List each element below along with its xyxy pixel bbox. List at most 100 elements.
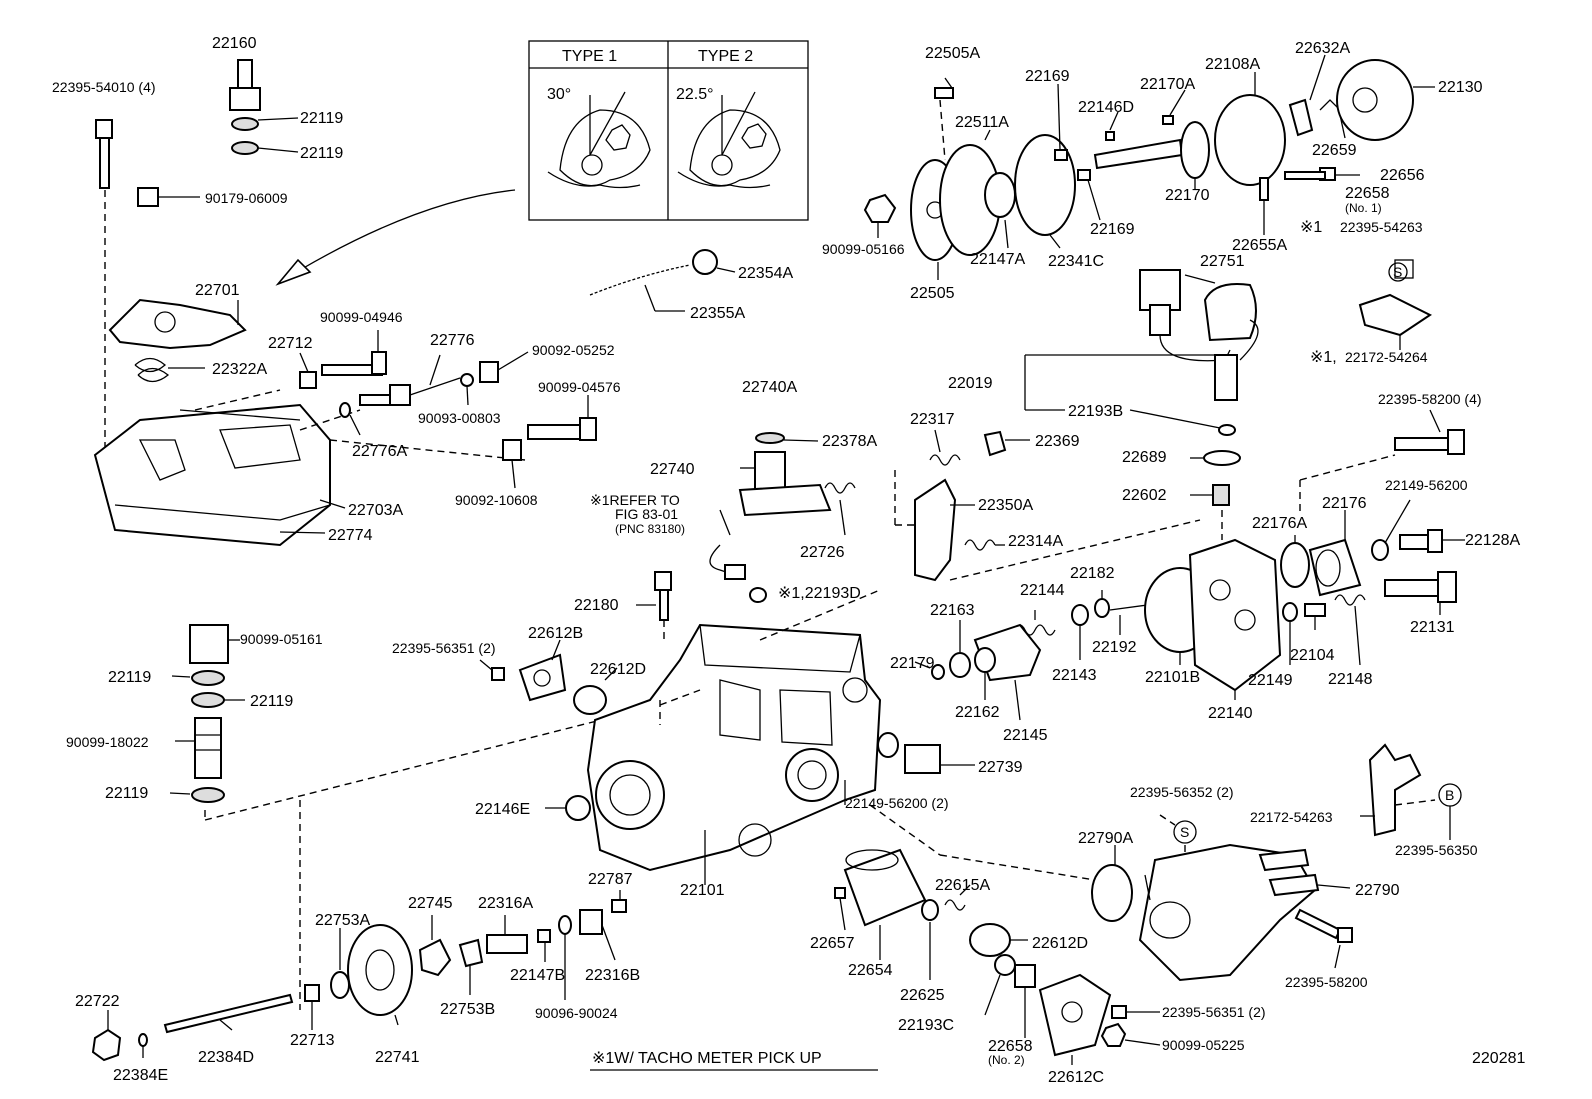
label-22316A: 22316A bbox=[478, 895, 533, 912]
label-22741: 22741 bbox=[375, 1049, 420, 1066]
label-22146E: 22146E bbox=[475, 801, 530, 818]
label-22602: 22602 bbox=[1122, 487, 1167, 504]
label-22140: 22140 bbox=[1208, 705, 1253, 722]
right-middle-group bbox=[894, 429, 1465, 721]
label-22341C: 22341C bbox=[1048, 253, 1104, 270]
label-22322A: 22322A bbox=[212, 361, 267, 378]
marker-s-1: S bbox=[1393, 264, 1402, 280]
label-22776A: 22776A bbox=[352, 443, 407, 460]
label-22395-54263: 22395-54263 bbox=[1340, 219, 1423, 235]
label-22192: 22192 bbox=[1092, 639, 1137, 656]
label-22658-no2: 22658 bbox=[988, 1038, 1033, 1055]
label-22128A: 22128A bbox=[1465, 532, 1520, 549]
label-90096-90024: 90096-90024 bbox=[535, 1005, 618, 1021]
label-22774: 22774 bbox=[328, 527, 373, 544]
label-22179: 22179 bbox=[890, 655, 935, 672]
label-22354A: 22354A bbox=[738, 265, 793, 282]
label-22511A: 22511A bbox=[955, 114, 1009, 131]
type1-angle: 30° bbox=[547, 86, 571, 103]
label-22119-e: 22119 bbox=[105, 785, 148, 802]
label-22193C: 22193C bbox=[898, 1017, 954, 1034]
note-mark-b: ※1, bbox=[1310, 349, 1337, 366]
label-22163: 22163 bbox=[930, 602, 975, 619]
label-90179-06009: 90179-06009 bbox=[205, 190, 288, 206]
label-90099-04576: 90099-04576 bbox=[538, 379, 621, 395]
right-lower-group bbox=[545, 732, 1462, 1065]
marker-b: B bbox=[1445, 787, 1454, 803]
label-22176A: 22176A bbox=[1252, 515, 1307, 532]
pump-housing bbox=[586, 589, 1096, 885]
label-22726: 22726 bbox=[800, 544, 845, 561]
label-22180: 22180 bbox=[574, 597, 619, 614]
label-90099-05166: 90099-05166 bbox=[822, 241, 905, 257]
label-22316B: 22316B bbox=[585, 967, 640, 984]
label-22753B: 22753B bbox=[440, 1001, 495, 1018]
label-22162: 22162 bbox=[955, 704, 1000, 721]
bottom-left-group bbox=[91, 890, 627, 1062]
label-22658-no1-sub: (No. 1) bbox=[1345, 201, 1382, 215]
label-22170: 22170 bbox=[1165, 187, 1210, 204]
label-22787: 22787 bbox=[588, 871, 633, 888]
note-mark-a: ※1 bbox=[1300, 219, 1322, 236]
label-22632A: 22632A bbox=[1295, 40, 1350, 57]
label-22350A: 22350A bbox=[978, 497, 1033, 514]
label-22740A: 22740A bbox=[742, 379, 797, 396]
refer-line-3: (PNC 83180) bbox=[615, 522, 685, 536]
label-22655A: 22655A bbox=[1232, 237, 1287, 254]
label-22369: 22369 bbox=[1035, 433, 1080, 450]
label-22101: 22101 bbox=[680, 882, 725, 899]
label-22656: 22656 bbox=[1380, 167, 1425, 184]
label-22739: 22739 bbox=[978, 759, 1023, 776]
label-22170A: 22170A bbox=[1140, 76, 1195, 93]
label-22147B: 22147B bbox=[510, 967, 565, 984]
refer-line-1: ※1REFER TO bbox=[590, 492, 680, 508]
label-22378A: 22378A bbox=[822, 433, 877, 450]
drive-shaft-group bbox=[863, 54, 1435, 280]
label-22104: 22104 bbox=[1290, 647, 1335, 664]
center-sensor-group bbox=[479, 249, 856, 715]
label-22654: 22654 bbox=[848, 962, 893, 979]
label-22147A: 22147A bbox=[970, 251, 1025, 268]
label-22130: 22130 bbox=[1438, 79, 1483, 96]
label-22160: 22160 bbox=[212, 35, 257, 52]
label-22149: 22149 bbox=[1248, 672, 1293, 689]
label-22612B: 22612B bbox=[528, 625, 583, 642]
label-22145: 22145 bbox=[1003, 727, 1048, 744]
label-22119-b: 22119 bbox=[300, 145, 343, 162]
label-22395-56352: 22395-56352 (2) bbox=[1130, 784, 1234, 800]
label-22384D: 22384D bbox=[198, 1049, 254, 1066]
label-90092-10608: 90092-10608 bbox=[455, 492, 538, 508]
label-22612D-b: 22612D bbox=[1032, 935, 1088, 952]
label-22019: 22019 bbox=[948, 375, 993, 392]
label-22753A: 22753A bbox=[315, 912, 370, 929]
label-22659: 22659 bbox=[1312, 142, 1357, 159]
label-22395-58200: 22395-58200 bbox=[1285, 974, 1368, 990]
label-22193B: 22193B bbox=[1068, 403, 1123, 420]
refer-line-2: FIG 83-01 bbox=[615, 506, 678, 522]
label-22689: 22689 bbox=[1122, 449, 1167, 466]
label-22355A: 22355A bbox=[690, 305, 745, 322]
label-22657: 22657 bbox=[810, 935, 855, 952]
label-22790A: 22790A bbox=[1078, 830, 1133, 847]
label-22625: 22625 bbox=[900, 987, 945, 1004]
label-90092-05252: 90092-05252 bbox=[532, 342, 615, 358]
type-inset-box: TYPE 1 TYPE 2 30° 22.5° bbox=[528, 40, 809, 221]
label-22176: 22176 bbox=[1322, 495, 1367, 512]
label-22612C: 22612C bbox=[1048, 1069, 1104, 1086]
label-22119-a: 22119 bbox=[300, 110, 343, 127]
type2-label: TYPE 2 bbox=[698, 48, 753, 65]
label-22745: 22745 bbox=[408, 895, 453, 912]
label-22658-no2-sub: (No. 2) bbox=[988, 1053, 1025, 1067]
label-22149-56200-2: 22149-56200 (2) bbox=[845, 795, 949, 811]
label-22143: 22143 bbox=[1052, 667, 1097, 684]
figure-number: 220281 bbox=[1472, 1050, 1525, 1067]
marker-s-2: S bbox=[1180, 824, 1189, 840]
label-22172-54264: 22172-54264 bbox=[1345, 349, 1428, 365]
label-22101B: 22101B bbox=[1145, 669, 1200, 686]
label-22395-56351-a: 22395-56351 (2) bbox=[392, 640, 496, 656]
label-22148: 22148 bbox=[1328, 671, 1373, 688]
label-22395-56351-b: 22395-56351 (2) bbox=[1162, 1004, 1266, 1020]
label-22193D: ※1,22193D bbox=[778, 585, 861, 602]
label-22703A: 22703A bbox=[348, 502, 403, 519]
